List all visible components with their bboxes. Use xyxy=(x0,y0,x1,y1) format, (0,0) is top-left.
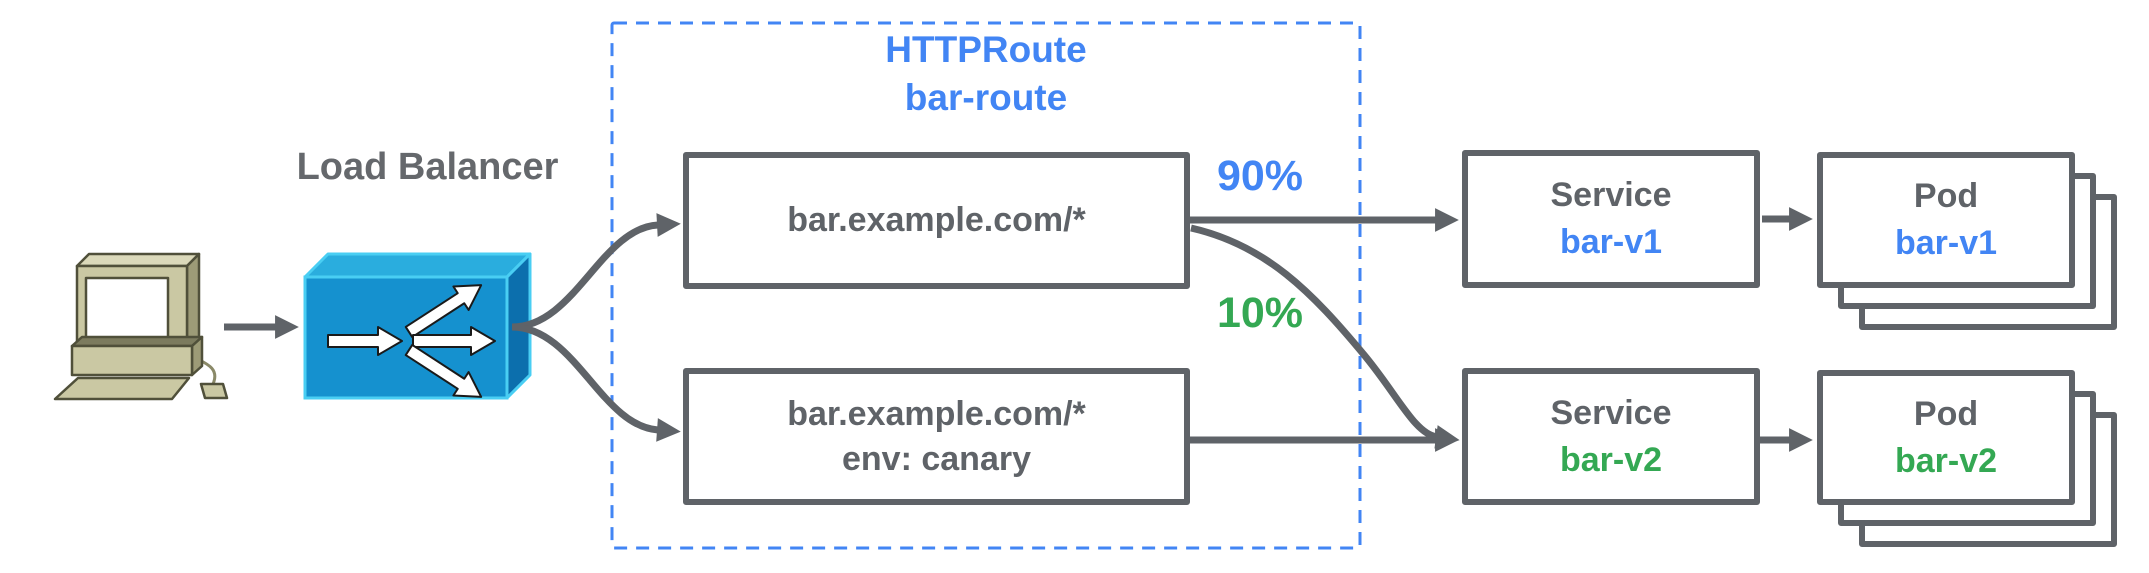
pod-name: bar-v1 xyxy=(1894,224,1998,262)
httproute-boundary xyxy=(610,21,1362,550)
service-box-bar-v2: Service bar-v2 xyxy=(1462,368,1760,505)
pod-box-bar-v1: Pod bar-v1 xyxy=(1817,152,2075,288)
weight-10-label: 10% xyxy=(1216,289,1304,337)
client-computer-icon xyxy=(53,252,229,401)
service-kind: Service xyxy=(1550,393,1672,432)
service-name: bar-v2 xyxy=(1559,440,1663,479)
rule-primary-match: bar.example.com/* xyxy=(787,201,1086,239)
lb-fork-arrow-top xyxy=(511,213,681,331)
pod-kind: Pod xyxy=(1913,394,1979,433)
rule-canary-header: env: canary xyxy=(842,439,1031,478)
rule-canary-match: bar.example.com/* xyxy=(787,394,1086,433)
pod-name: bar-v2 xyxy=(1894,441,1998,480)
rule-box-canary: bar.example.com/* env: canary xyxy=(683,368,1190,505)
split-arrows-glyph xyxy=(327,284,496,398)
weight-90-label: 90% xyxy=(1216,152,1304,200)
service-box-bar-v1: Service bar-v1 xyxy=(1462,150,1760,288)
load-balancer-icon xyxy=(303,252,532,400)
service-name: bar-v1 xyxy=(1559,223,1663,261)
rule-box-primary: bar.example.com/* xyxy=(683,152,1190,289)
load-balancer-label: Load Balancer xyxy=(296,146,559,188)
pod-kind: Pod xyxy=(1913,177,1979,215)
pod-box-bar-v2: Pod bar-v2 xyxy=(1817,370,2075,505)
httproute-title: HTTPRoute bar-route xyxy=(612,26,1360,122)
weight-10-arrow xyxy=(1190,224,1460,449)
httproute-kind: HTTPRoute xyxy=(885,29,1087,70)
service-kind: Service xyxy=(1550,176,1672,214)
lb-fork-arrow-bottom xyxy=(511,323,681,442)
httproute-name: bar-route xyxy=(904,77,1068,118)
